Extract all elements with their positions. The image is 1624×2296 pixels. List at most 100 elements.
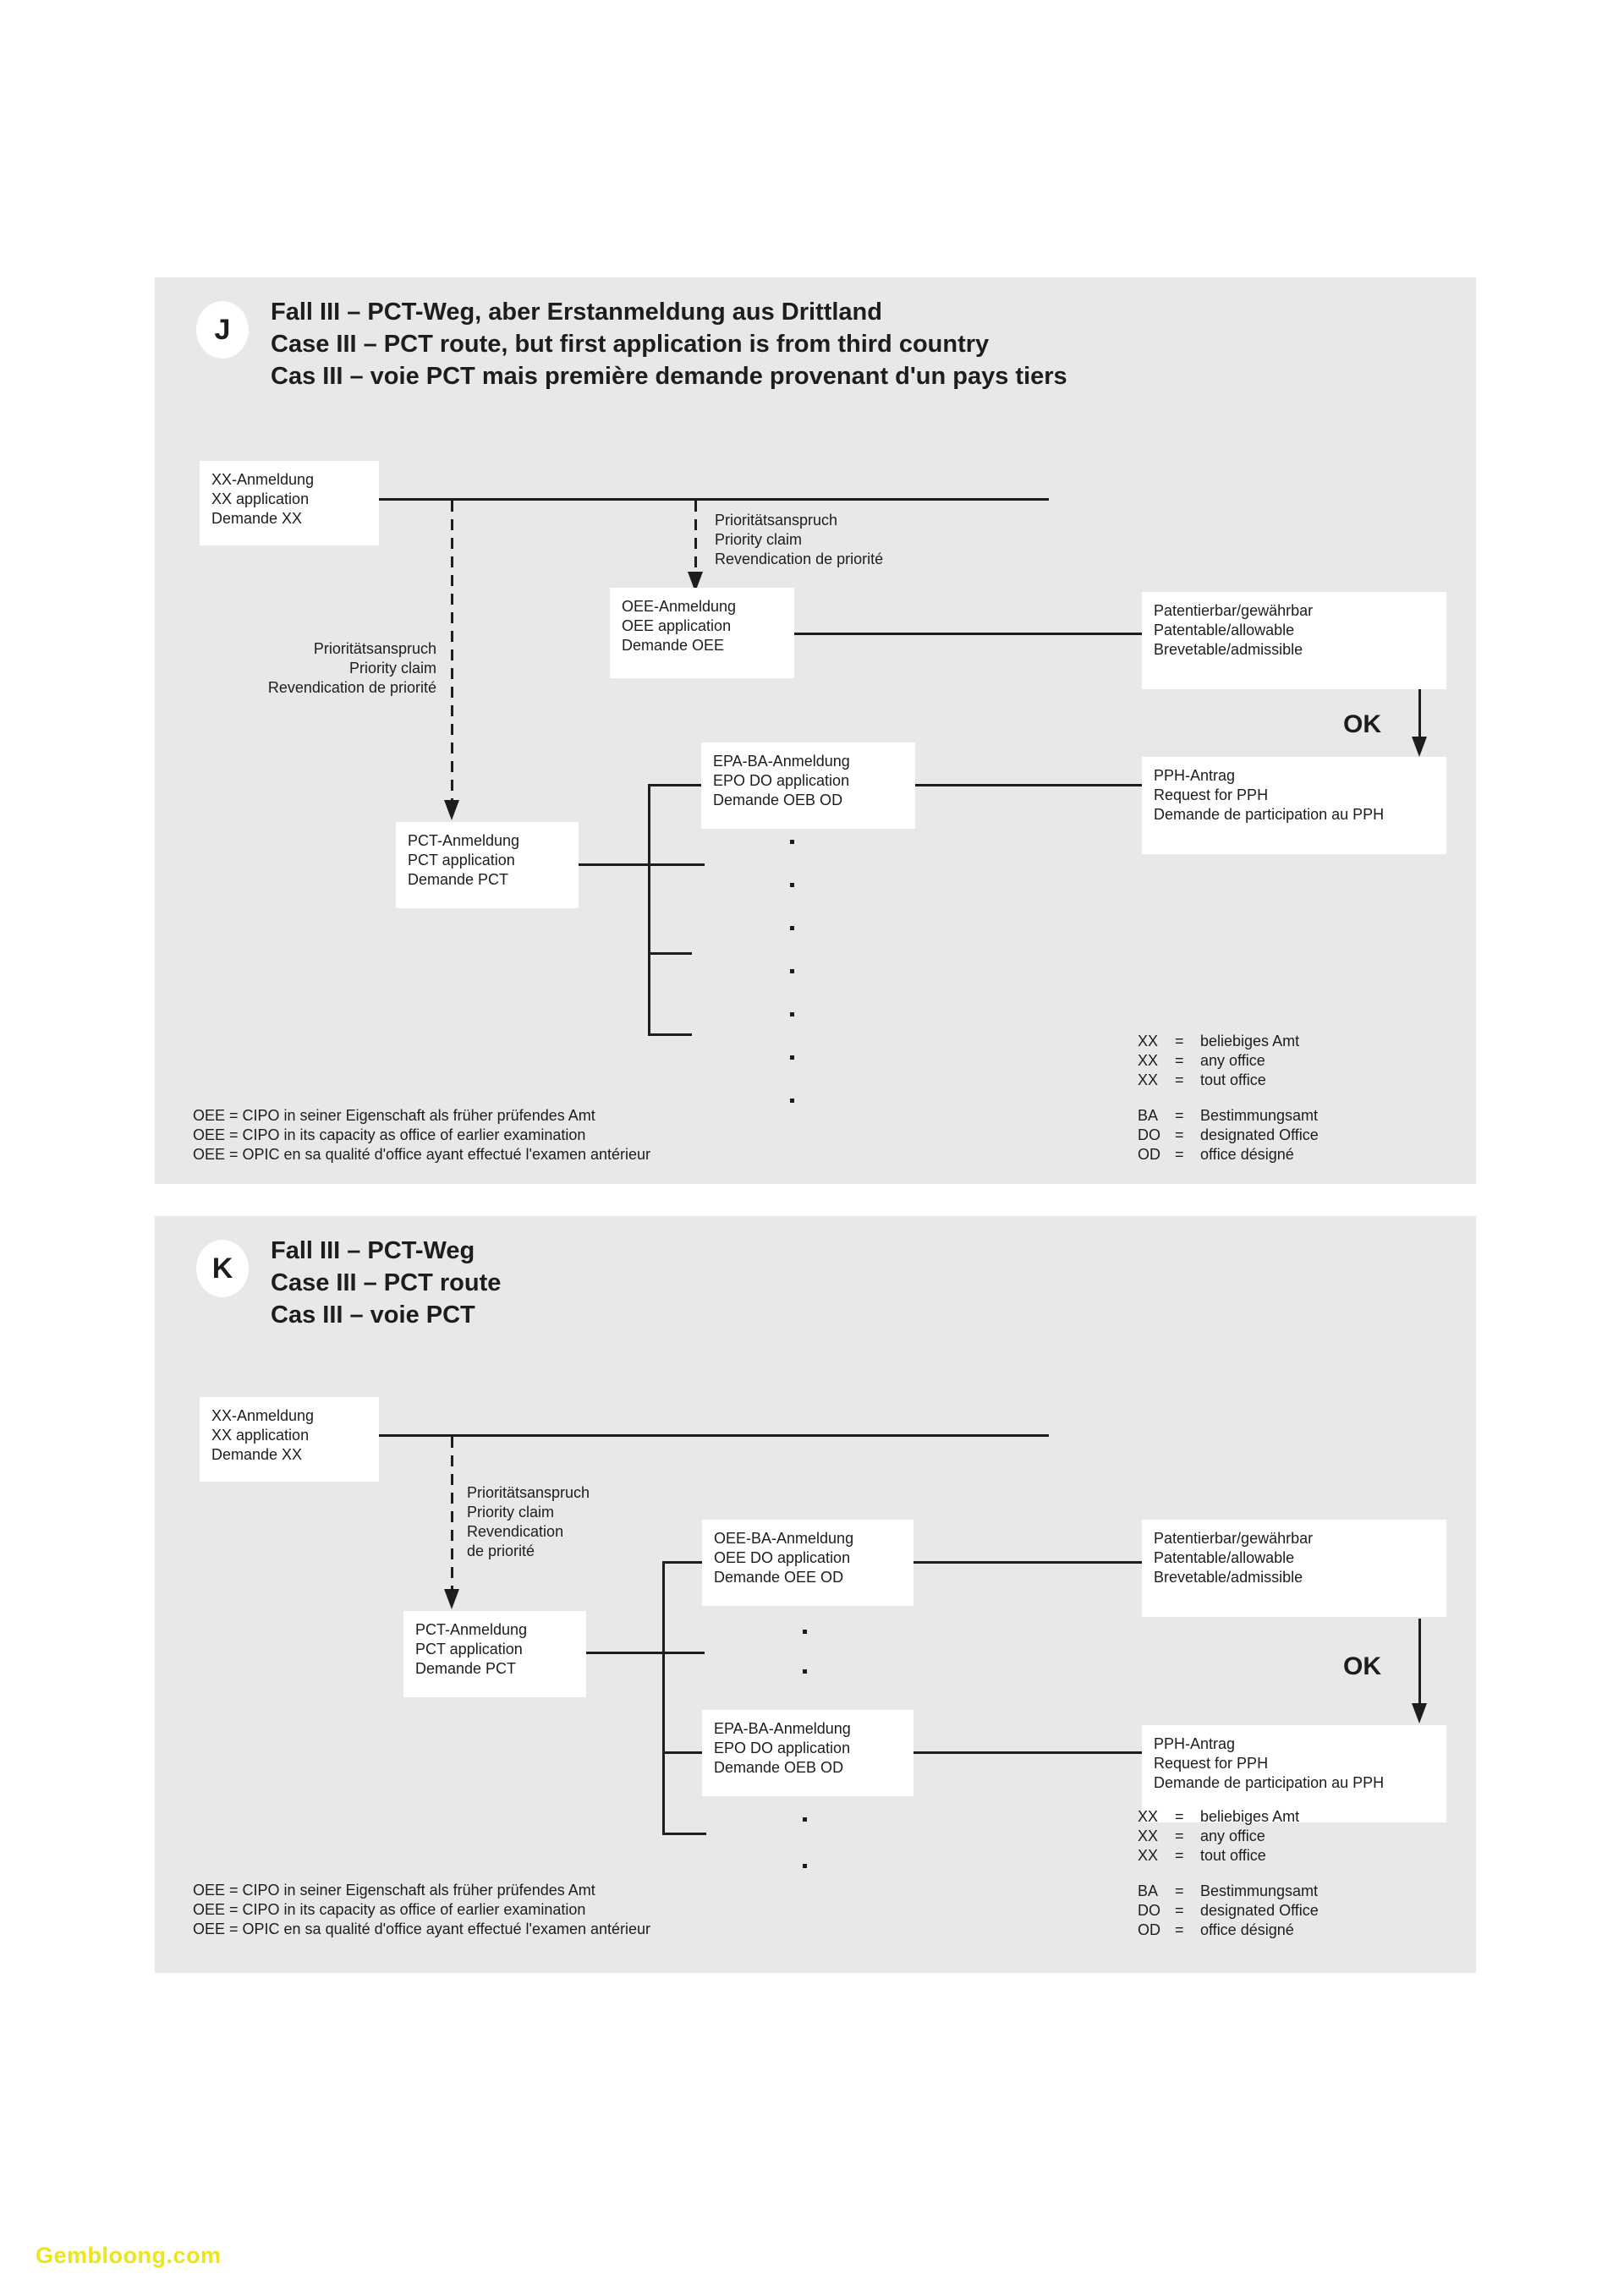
- epo-do-application-fr: Demande OEB OD: [713, 792, 843, 808]
- case-k-title: Fall III – PCT-Weg Case III – PCT route …: [271, 1235, 501, 1331]
- case-j-panel: J Fall III – PCT-Weg, aber Erstanmeldung…: [155, 277, 1476, 1184]
- arrowhead-to-pct: [444, 800, 459, 820]
- legend-text: any office: [1200, 1827, 1265, 1844]
- legend-text: office désigné: [1200, 1146, 1294, 1163]
- leader-dot: [790, 926, 794, 930]
- oee-footnote-fr: OEE = OPIC en sa qualité d'office ayant …: [193, 1921, 651, 1937]
- patentable-fr: Brevetable/admissible: [1154, 641, 1303, 658]
- legend-equals: =: [1175, 1146, 1184, 1163]
- priority-claim-label-pct: Prioritätsanspruch Priority claim Revend…: [206, 639, 436, 698]
- legend-row: XX = beliebiges Amt: [1138, 1032, 1319, 1051]
- legend-text: designated Office: [1200, 1126, 1319, 1143]
- leader-dot: [790, 1012, 794, 1016]
- priority-claim-label: Prioritätsanspruch Priority claim Revend…: [467, 1483, 590, 1561]
- legend-row: OD = office désigné: [1138, 1921, 1319, 1940]
- ok-label: OK: [1343, 710, 1381, 738]
- case-j-title-de: Fall III – PCT-Weg, aber Erstanmeldung a…: [271, 299, 882, 326]
- arrowhead-to-oee: [688, 572, 703, 592]
- legend-abbr: DO: [1138, 1902, 1160, 1919]
- leader-dot: [803, 1864, 807, 1868]
- legend-text: beliebiges Amt: [1200, 1808, 1300, 1825]
- pct-application-en: PCT application: [408, 852, 515, 869]
- xx-application-fr: Demande XX: [211, 510, 303, 527]
- legend-text: Bestimmungsamt: [1200, 1107, 1319, 1124]
- legend-row: BA = Bestimmungsamt: [1138, 1106, 1319, 1126]
- oee-to-patentable-line: [794, 633, 1142, 635]
- patentable-box: Patentierbar/gewährbar Patentable/allowa…: [1142, 1520, 1446, 1617]
- legend-row: DO = designated Office: [1138, 1901, 1319, 1921]
- pph-request-de: PPH-Antrag: [1154, 767, 1236, 784]
- pct-application-fr: Demande PCT: [408, 871, 509, 888]
- legend-equals: =: [1175, 1033, 1184, 1049]
- xx-application-box: XX-Anmeldung XX application Demande XX: [200, 461, 379, 545]
- patentable-en: Patentable/allowable: [1154, 1549, 1295, 1566]
- legend-equals: =: [1175, 1107, 1184, 1124]
- case-k-badge: K: [196, 1240, 249, 1297]
- pct-to-bracket-line: [586, 1652, 705, 1654]
- patentable-fr: Brevetable/admissible: [1154, 1569, 1303, 1586]
- legend-text: office désigné: [1200, 1921, 1294, 1938]
- case-j-badge-letter: J: [214, 313, 231, 346]
- case-k-title-en: Case III – PCT route: [271, 1269, 502, 1296]
- case-k-panel: K Fall III – PCT-Weg Case III – PCT rout…: [155, 1216, 1476, 1973]
- priority-claim-de: Prioritätsanspruch: [313, 640, 436, 657]
- pph-request-box: PPH-Antrag Request for PPH Demande de pa…: [1142, 757, 1446, 854]
- oee-application-de: OEE-Anmeldung: [622, 598, 737, 615]
- oee-do-application-de: OEE-BA-Anmeldung: [714, 1530, 854, 1547]
- legend-equals: =: [1175, 1902, 1184, 1919]
- legend-ba-group: BA = Bestimmungsamt DO = designated Offi…: [1138, 1882, 1319, 1940]
- legend-equals: =: [1175, 1126, 1184, 1143]
- watermark: Gembloong.com: [36, 2243, 222, 2268]
- legend-row: XX = any office: [1138, 1051, 1319, 1071]
- priority-claim-oee-fr: Revendication de priorité: [715, 551, 884, 567]
- xx-application-de: XX-Anmeldung: [211, 1407, 315, 1424]
- legend-row: XX = beliebiges Amt: [1138, 1807, 1319, 1827]
- legend-equals: =: [1175, 1808, 1184, 1825]
- legend-equals: =: [1175, 1882, 1184, 1899]
- pct-application-en: PCT application: [415, 1641, 523, 1658]
- priority-dashed-line-oee: [694, 501, 697, 573]
- pph-request-de: PPH-Antrag: [1154, 1735, 1236, 1752]
- legend-ba-group: BA = Bestimmungsamt DO = designated Offi…: [1138, 1106, 1319, 1164]
- epa-to-pph-line: [915, 784, 1142, 786]
- pph-request-en: Request for PPH: [1154, 1755, 1269, 1772]
- pph-request-box: PPH-Antrag Request for PPH Demande de pa…: [1142, 1725, 1446, 1822]
- xx-application-de: XX-Anmeldung: [211, 471, 315, 488]
- abbreviation-legend: XX = beliebiges Amt XX = any office XX =…: [1138, 1032, 1319, 1164]
- priority-claim-fr2: de priorité: [467, 1543, 535, 1559]
- leader-dot: [790, 1055, 794, 1060]
- priority-claim-de: Prioritätsanspruch: [467, 1484, 590, 1501]
- legend-abbr: BA: [1138, 1882, 1159, 1899]
- oee-footnotes: OEE = CIPO in seiner Eigenschaft als frü…: [193, 1881, 650, 1939]
- priority-dashed-line-pct: [451, 501, 453, 800]
- legend-text: any office: [1200, 1052, 1265, 1069]
- case-j-badge: J: [196, 301, 249, 359]
- legend-abbr: OD: [1138, 1146, 1160, 1163]
- epo-do-application-fr: Demande OEB OD: [714, 1759, 844, 1776]
- ok-arrow-line: [1418, 1619, 1421, 1705]
- legend-abbr: XX: [1138, 1071, 1159, 1088]
- priority-claim-oee-en: Priority claim: [715, 531, 803, 548]
- epa-to-pph-line: [914, 1751, 1142, 1754]
- bracket-tick-middle: [648, 952, 692, 955]
- abbreviation-legend: XX = beliebiges Amt XX = any office XX =…: [1138, 1807, 1319, 1940]
- oee-do-application-fr: Demande OEE OD: [714, 1569, 844, 1586]
- pct-application-fr: Demande PCT: [415, 1660, 517, 1677]
- timeline-line: [379, 498, 1049, 501]
- oee-footnote-en: OEE = CIPO in its capacity as office of …: [193, 1901, 586, 1918]
- priority-claim-fr1: Revendication: [467, 1523, 564, 1540]
- arrowhead-to-pct: [444, 1589, 459, 1609]
- legend-equals: =: [1175, 1827, 1184, 1844]
- xx-application-box: XX-Anmeldung XX application Demande XX: [200, 1397, 379, 1482]
- epo-do-application-en: EPO DO application: [713, 772, 850, 789]
- oee-footnote-fr: OEE = OPIC en sa qualité d'office ayant …: [193, 1146, 651, 1163]
- epo-do-application-en: EPO DO application: [714, 1740, 851, 1756]
- bracket-tick-bottom: [648, 1033, 692, 1036]
- patentable-en: Patentable/allowable: [1154, 622, 1295, 638]
- pct-to-bracket-line: [579, 863, 705, 866]
- priority-claim-fr: Revendication de priorité: [267, 679, 436, 696]
- patentable-box: Patentierbar/gewährbar Patentable/allowa…: [1142, 592, 1446, 689]
- xx-application-en: XX application: [211, 490, 310, 507]
- bracket-to-epa-line: [662, 1751, 702, 1754]
- legend-abbr: DO: [1138, 1126, 1160, 1143]
